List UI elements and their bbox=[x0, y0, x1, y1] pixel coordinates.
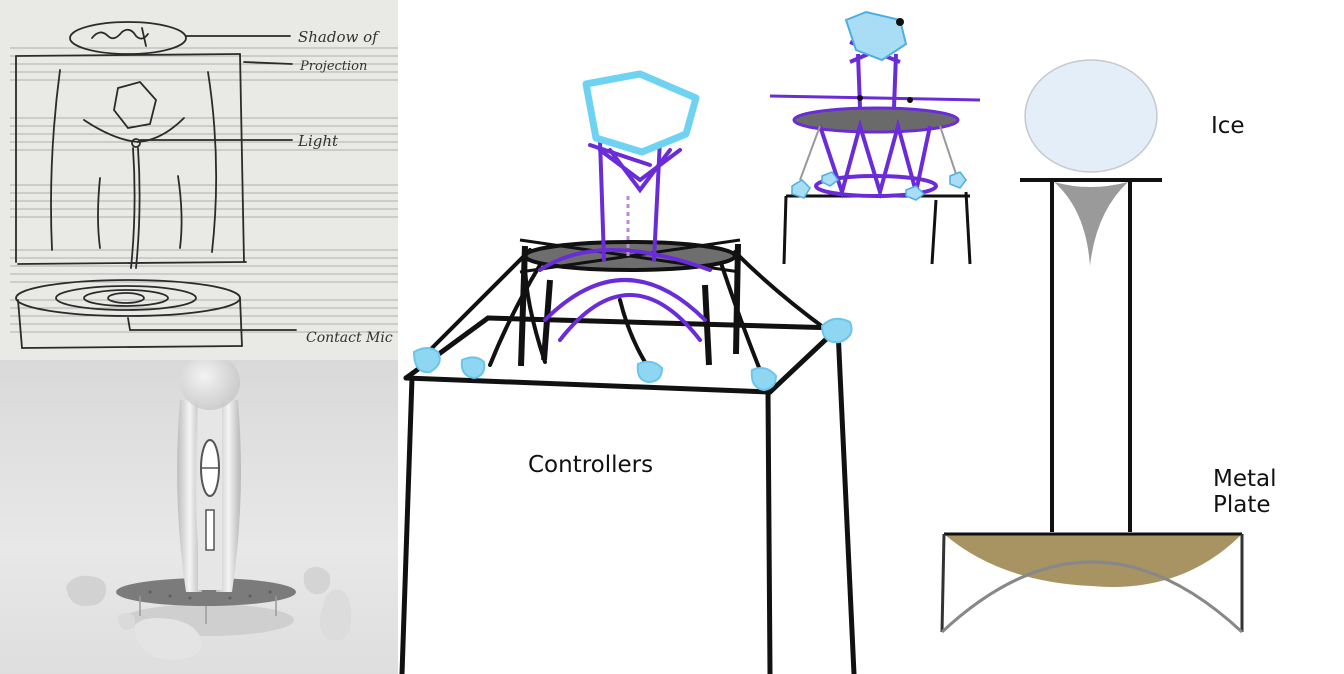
controller-blob bbox=[820, 317, 853, 344]
controller-blob bbox=[460, 356, 486, 380]
rock bbox=[303, 566, 331, 595]
staff-lines bbox=[10, 47, 398, 333]
installation-drawing bbox=[399, 10, 1244, 674]
rock bbox=[134, 618, 202, 660]
purple-frame bbox=[538, 138, 712, 342]
annotation-projection: Projection bbox=[299, 59, 367, 74]
small-plate bbox=[792, 106, 960, 134]
rock bbox=[319, 589, 352, 641]
rock bbox=[118, 613, 136, 630]
tower-fin bbox=[177, 400, 202, 592]
annotation-shadow: Shadow of bbox=[298, 28, 380, 46]
drawing-panel bbox=[398, 0, 1344, 674]
ice-orb-render bbox=[180, 360, 240, 410]
controllers bbox=[412, 317, 853, 392]
ice-block-drawing bbox=[582, 70, 700, 156]
hand-sketch-panel: Shadow of Projection Light Contact Mic bbox=[0, 0, 398, 360]
hand-sketch: Shadow of Projection Light Contact Mic bbox=[10, 21, 398, 349]
metal-plate-render bbox=[116, 578, 296, 606]
small-ice bbox=[844, 10, 908, 62]
annotation-light: Light bbox=[297, 132, 339, 150]
small-controllers bbox=[791, 171, 967, 201]
label-ice: Ice bbox=[1211, 113, 1245, 139]
sketch-ink bbox=[15, 21, 297, 349]
ice-sphere bbox=[1024, 59, 1158, 173]
plate-arc bbox=[940, 560, 1244, 634]
render-panel bbox=[0, 360, 398, 674]
small-pedestal bbox=[782, 191, 972, 265]
controller-cables bbox=[428, 248, 829, 372]
shadow-ellipse bbox=[69, 21, 187, 55]
controller-blob bbox=[412, 347, 441, 374]
plate-legs bbox=[139, 596, 277, 624]
ice-funnel bbox=[1054, 182, 1128, 266]
label-metal-plate: Metal Plate bbox=[1213, 466, 1277, 519]
rock bbox=[66, 575, 107, 606]
annotation-contact-mic: Contact Mic bbox=[306, 330, 393, 346]
controller-blob bbox=[750, 367, 778, 392]
tower-fin bbox=[216, 400, 241, 592]
tower-slot bbox=[205, 509, 215, 551]
plate-holes bbox=[148, 590, 272, 600]
render-image bbox=[66, 360, 352, 660]
label-controllers: Controllers bbox=[528, 452, 654, 478]
controller-blob bbox=[636, 360, 664, 384]
